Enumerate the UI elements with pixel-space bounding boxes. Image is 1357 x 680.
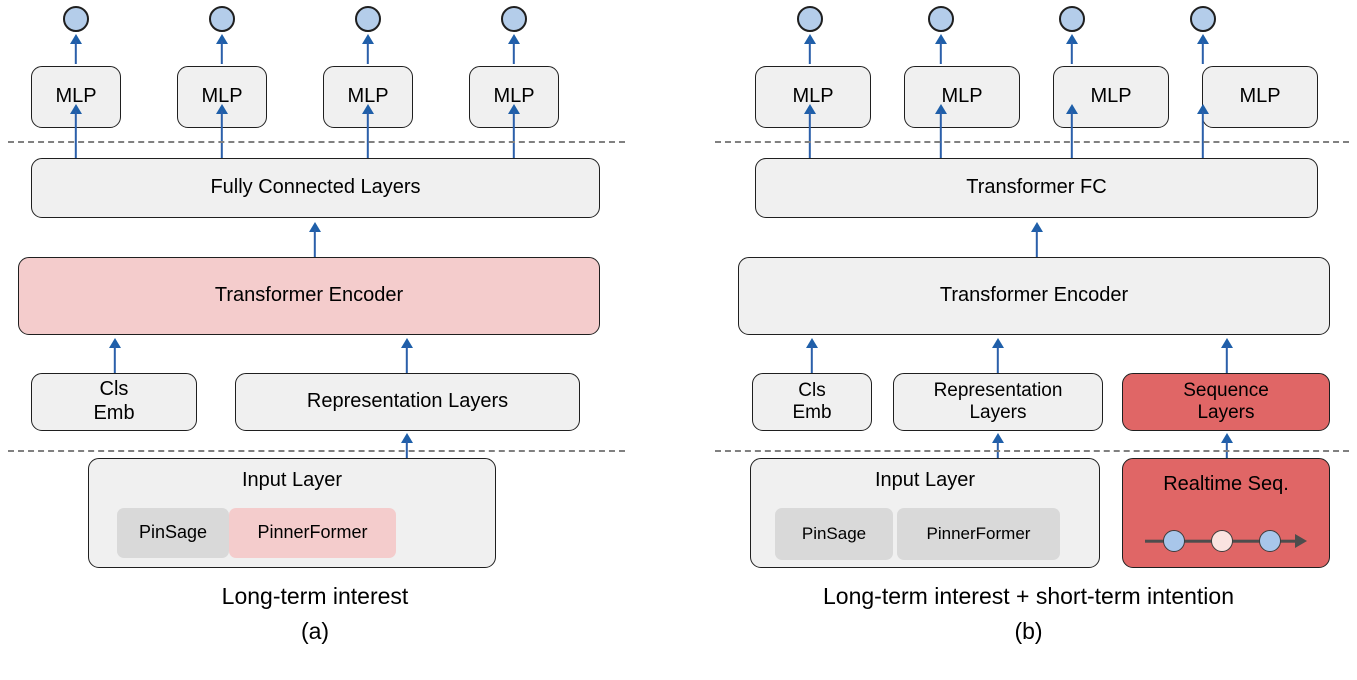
- arrow-mlp-to-output-a-2: [215, 34, 229, 64]
- arrow-mlp-to-output-a-3: [361, 34, 375, 64]
- arrow-fc-to-mlp-a-1: [69, 104, 83, 158]
- dashed-separator-b-lower: [715, 450, 1349, 452]
- arrow-sequence-layers-to-encoder-b: [1220, 338, 1234, 376]
- arrow-representation-to-encoder-a: [400, 338, 414, 376]
- arrow-mlp-to-output-b-4: [1196, 34, 1210, 64]
- transformer-encoder-box-a[interactable]: Transformer Encoder: [18, 257, 600, 335]
- input-chip-pinnerformer-b[interactable]: PinnerFormer: [897, 508, 1060, 560]
- arrow-encoder-to-fc-a: [308, 222, 322, 260]
- panel-b-caption: Long-term interest + short-term intentio…: [823, 583, 1234, 609]
- input-chip-pinnerformer-a[interactable]: PinnerFormer: [229, 508, 396, 558]
- arrow-cls-emb-to-encoder-a: [108, 338, 122, 376]
- transformer-encoder-box-b[interactable]: Transformer Encoder: [738, 257, 1330, 335]
- arrow-mlp-to-output-a-1: [69, 34, 83, 64]
- cls-emb-box-a[interactable]: Cls Emb: [31, 373, 197, 431]
- timeline-dot-1: [1163, 530, 1185, 552]
- panel-a: MLP MLP MLP MLP Fully Connected Layers T…: [0, 0, 660, 680]
- arrow-fc-to-mlp-b-3: [1065, 104, 1079, 158]
- mlp-box-b-1[interactable]: MLP: [755, 66, 871, 128]
- timeline-arrow-head-icon: [1295, 534, 1307, 548]
- input-layer-title-b: Input Layer: [874, 469, 976, 491]
- mlp-box-b-2[interactable]: MLP: [904, 66, 1020, 128]
- output-dot-a-3: [355, 6, 381, 32]
- output-dot-a-2: [209, 6, 235, 32]
- output-dot-b-2: [928, 6, 954, 32]
- output-dot-b-3: [1059, 6, 1085, 32]
- dashed-separator-b-upper: [715, 141, 1349, 143]
- input-chip-pinsage-b[interactable]: PinSage: [775, 508, 893, 560]
- realtime-seq-box-b[interactable]: Realtime Seq.: [1122, 458, 1330, 568]
- arrow-fc-to-mlp-a-2: [215, 104, 229, 158]
- output-dot-a-4: [501, 6, 527, 32]
- realtime-seq-timeline: [1145, 527, 1311, 555]
- panel-b: MLP MLP MLP MLP Transformer FC Transform…: [700, 0, 1357, 680]
- arrow-mlp-to-output-b-3: [1065, 34, 1079, 64]
- arrow-fc-to-mlp-b-4: [1196, 104, 1210, 158]
- arrow-cls-emb-to-encoder-b: [805, 338, 819, 376]
- arrow-input-to-representation-a: [400, 433, 414, 460]
- dashed-separator-a-upper: [8, 141, 625, 143]
- panel-a-sublabel: (a): [300, 618, 330, 644]
- transformer-fc-box-b[interactable]: Transformer FC: [755, 158, 1318, 218]
- timeline-dot-3: [1259, 530, 1281, 552]
- output-dot-b-1: [797, 6, 823, 32]
- panel-a-caption: Long-term interest: [221, 583, 409, 609]
- arrow-mlp-to-output-b-1: [803, 34, 817, 64]
- output-dot-a-1: [63, 6, 89, 32]
- arrow-fc-to-mlp-a-3: [361, 104, 375, 158]
- arrow-mlp-to-output-a-4: [507, 34, 521, 64]
- output-dot-b-4: [1190, 6, 1216, 32]
- arrow-fc-to-mlp-a-4: [507, 104, 521, 158]
- arrow-representation-to-encoder-b: [991, 338, 1005, 376]
- cls-emb-box-b[interactable]: Cls Emb: [752, 373, 872, 431]
- arrow-fc-to-mlp-b-1: [803, 104, 817, 158]
- input-layer-box-b[interactable]: Input Layer PinSage PinnerFormer: [750, 458, 1100, 568]
- dashed-separator-a-lower: [8, 450, 625, 452]
- arrow-input-to-representation-b: [991, 433, 1005, 460]
- panel-b-sublabel: (b): [1014, 618, 1043, 644]
- fully-connected-layers-box-a[interactable]: Fully Connected Layers: [31, 158, 600, 218]
- sequence-layers-box-b[interactable]: Sequence Layers: [1122, 373, 1330, 431]
- input-chip-pinsage-a[interactable]: PinSage: [117, 508, 229, 558]
- arrow-realtime-seq-to-sequence-layers-b: [1220, 433, 1234, 460]
- arrow-encoder-to-fc-b: [1030, 222, 1044, 260]
- input-layer-title-a: Input Layer: [241, 469, 343, 491]
- timeline-dot-2: [1211, 530, 1233, 552]
- input-layer-box-a[interactable]: Input Layer PinSage PinnerFormer: [88, 458, 496, 568]
- arrow-fc-to-mlp-b-2: [934, 104, 948, 158]
- mlp-box-b-4[interactable]: MLP: [1202, 66, 1318, 128]
- representation-layers-box-a[interactable]: Representation Layers: [235, 373, 580, 431]
- representation-layers-box-b[interactable]: Representation Layers: [893, 373, 1103, 431]
- realtime-seq-title-b: Realtime Seq.: [1163, 473, 1289, 495]
- arrow-mlp-to-output-b-2: [934, 34, 948, 64]
